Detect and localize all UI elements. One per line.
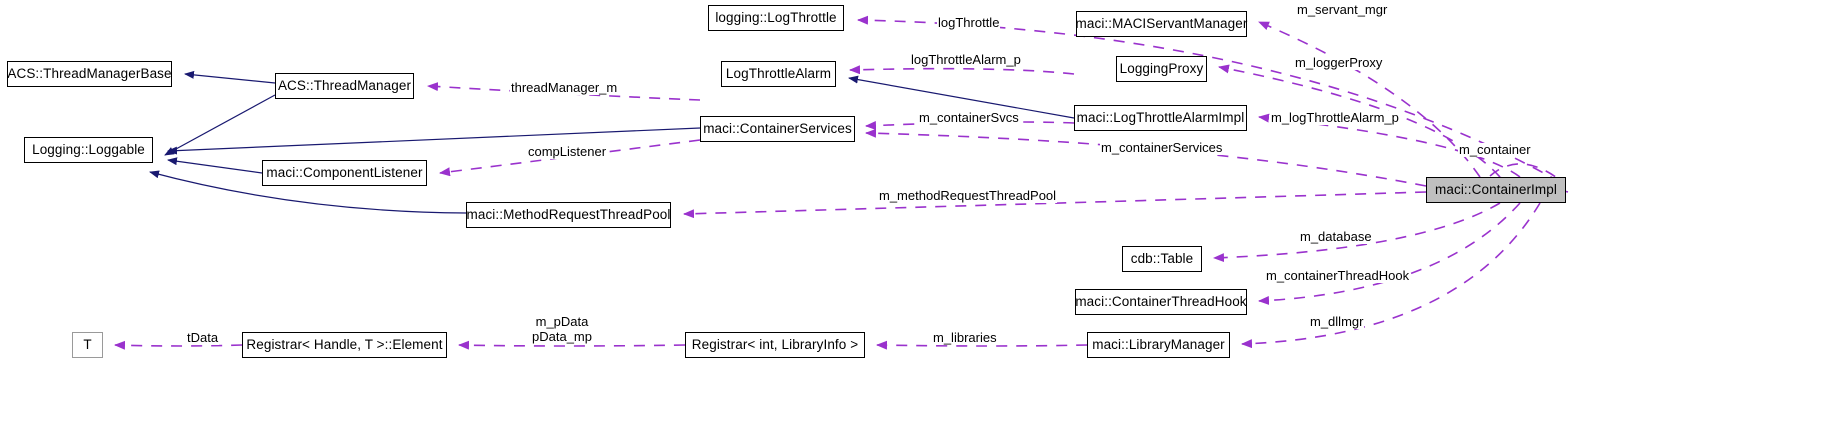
edge-label-m-servant-mgr: m_servant_mgr	[1296, 2, 1389, 17]
node-label: maci::ContainerImpl	[1435, 182, 1557, 198]
node-label: maci::MethodRequestThreadPool	[466, 207, 671, 223]
node-label: maci::ComponentListener	[266, 165, 423, 181]
node-maci-maciservantmanager[interactable]: maci::MACIServantManager	[1076, 11, 1247, 37]
node-maci-librarymanager[interactable]: maci::LibraryManager	[1087, 332, 1230, 358]
node-label: maci::LibraryManager	[1092, 337, 1225, 353]
node-maci-methodrequestthreadpool[interactable]: maci::MethodRequestThreadPool	[466, 202, 671, 228]
node-registrar-handle-element[interactable]: Registrar< Handle, T >::Element	[242, 332, 447, 358]
edge-label-m-containerservices: m_containerServices	[1100, 140, 1224, 155]
edge-label-m-containersvcs: m_containerSvcs	[918, 110, 1020, 125]
edge-label-m-database: m_database	[1299, 229, 1373, 244]
node-registrar-int-libraryinfo[interactable]: Registrar< int, LibraryInfo >	[685, 332, 865, 358]
edge-label-line-2: pData_mp	[532, 328, 592, 344]
node-cdb-table[interactable]: cdb::Table	[1122, 246, 1202, 272]
node-acs-threadmanagerbase[interactable]: ACS::ThreadManagerBase	[7, 61, 172, 87]
node-label: maci::LogThrottleAlarmImpl	[1076, 110, 1245, 126]
node-maci-componentlistener[interactable]: maci::ComponentListener	[262, 160, 427, 186]
edge-label-m-container: m_container	[1458, 142, 1532, 157]
node-label: T	[83, 337, 92, 353]
node-label: ACS::ThreadManager	[277, 78, 412, 94]
edge-label-m-methodrequestthreadpool: m_methodRequestThreadPool	[878, 188, 1058, 203]
node-maci-containerservices[interactable]: maci::ContainerServices	[700, 116, 855, 142]
node-label: cdb::Table	[1130, 251, 1194, 267]
edge-label-m-logthrottlealarm-p: m_logThrottleAlarm_p	[1270, 110, 1400, 125]
node-loggingproxy[interactable]: LoggingProxy	[1116, 56, 1207, 82]
node-label: maci::MACIServantManager	[1075, 16, 1248, 32]
edge-label-logthrottlealarm-p: logThrottleAlarm_p	[910, 52, 1022, 67]
edge-label-m-dllmgr: m_dllmgr	[1309, 314, 1365, 329]
edge-label-logthrottle: logThrottle	[937, 15, 1001, 30]
node-maci-containerthreadhook[interactable]: maci::ContainerThreadHook	[1075, 289, 1247, 315]
node-label: logging::LogThrottle	[715, 10, 837, 26]
node-label: Registrar< int, LibraryInfo >	[691, 337, 859, 353]
edge-label-m-containerthreadhook: m_containerThreadHook	[1265, 268, 1411, 283]
node-label: Registrar< Handle, T >::Element	[246, 337, 443, 353]
node-label: Logging::Loggable	[32, 142, 145, 158]
edge-label-threadmanager-m: threadManager_m	[510, 80, 619, 95]
node-logging-loggable[interactable]: Logging::Loggable	[24, 137, 153, 163]
node-maci-containerimpl[interactable]: maci::ContainerImpl	[1426, 177, 1566, 203]
edge-label-m-libraries: m_libraries	[932, 330, 998, 345]
node-label: LoggingProxy	[1119, 61, 1204, 77]
edge-label-complistener: compListener	[527, 144, 608, 159]
node-label: maci::ContainerServices	[703, 121, 852, 137]
node-logthrottlealarm[interactable]: LogThrottleAlarm	[721, 61, 836, 87]
node-logging-logthrottle[interactable]: logging::LogThrottle	[708, 5, 844, 31]
node-label: ACS::ThreadManagerBase	[7, 66, 172, 82]
node-label: maci::ContainerThreadHook	[1075, 294, 1247, 310]
node-acs-threadmanager[interactable]: ACS::ThreadManager	[275, 73, 414, 99]
node-maci-logthrottlealarmimpl[interactable]: maci::LogThrottleAlarmImpl	[1074, 105, 1247, 131]
edge-label-m-pdata-pdata-mp: m_pData pData_mp	[531, 314, 593, 345]
edge-label-line-1: m_pData	[535, 314, 589, 329]
node-label: LogThrottleAlarm	[725, 66, 832, 82]
node-t-param[interactable]: T	[72, 332, 103, 358]
edge-label-tdata: tData	[186, 330, 220, 345]
edge-label-m-loggerproxy: m_loggerProxy	[1294, 55, 1384, 70]
